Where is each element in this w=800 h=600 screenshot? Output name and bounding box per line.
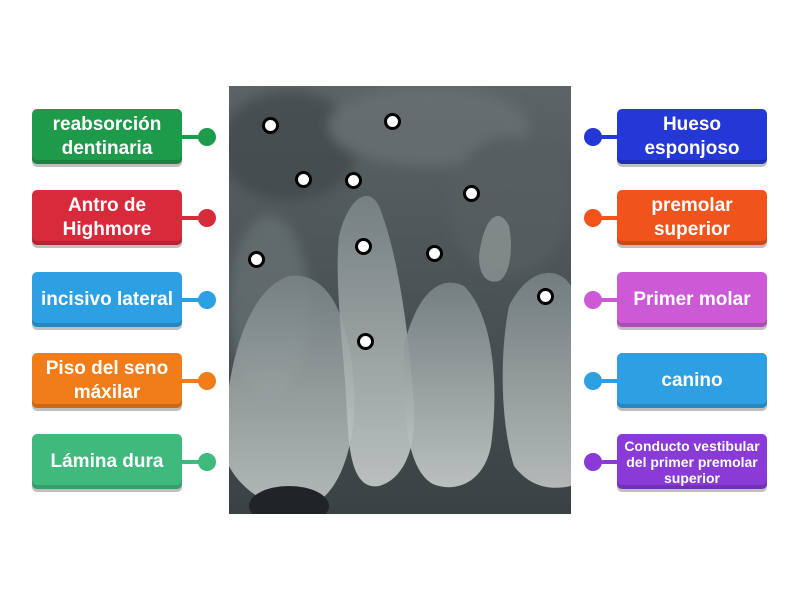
connector-knob[interactable]: [198, 128, 216, 146]
connector-knob[interactable]: [198, 209, 216, 227]
connector-line: [182, 298, 204, 302]
hotspot-8[interactable]: [248, 251, 265, 268]
label-text: reabsorción dentinaria: [52, 113, 162, 159]
connector-knob[interactable]: [584, 372, 602, 390]
label-text: premolar superior: [651, 194, 733, 240]
connector-knob[interactable]: [584, 128, 602, 146]
label-box[interactable]: Primer molar: [617, 272, 767, 327]
connector-line: [596, 379, 618, 383]
label-text: Hueso esponjoso: [644, 113, 740, 159]
connector-knob[interactable]: [198, 291, 216, 309]
label-box[interactable]: canino: [617, 353, 767, 408]
hotspot-3[interactable]: [295, 171, 312, 188]
label-box[interactable]: incisivo lateral: [32, 272, 182, 327]
label-text: Lámina dura: [50, 450, 164, 472]
label-text: Piso del seno máxilar: [45, 357, 169, 403]
connector-line: [182, 135, 204, 139]
dental-xray-image: [229, 86, 571, 514]
label-box[interactable]: Lámina dura: [32, 434, 182, 489]
label-box[interactable]: Hueso esponjoso: [617, 109, 767, 164]
hotspot-1[interactable]: [262, 117, 279, 134]
label-box[interactable]: reabsorción dentinaria: [32, 109, 182, 164]
label-text: Antro de Highmore: [62, 194, 152, 240]
connector-knob[interactable]: [584, 453, 602, 471]
label-text: incisivo lateral: [40, 288, 173, 310]
hotspot-7[interactable]: [426, 245, 443, 262]
connector-line: [596, 298, 618, 302]
label-box[interactable]: premolar superior: [617, 190, 767, 245]
label-box[interactable]: Conducto vestibular del primer premolar …: [617, 434, 767, 489]
connector-line: [596, 216, 618, 220]
hotspot-5[interactable]: [463, 185, 480, 202]
hotspot-10[interactable]: [357, 333, 374, 350]
connector-knob[interactable]: [584, 209, 602, 227]
hotspot-2[interactable]: [384, 113, 401, 130]
label-box[interactable]: Antro de Highmore: [32, 190, 182, 245]
connector-line: [182, 216, 204, 220]
connector-line: [596, 135, 618, 139]
connector-line: [182, 460, 204, 464]
hotspot-9[interactable]: [537, 288, 554, 305]
connector-knob[interactable]: [198, 372, 216, 390]
hotspot-4[interactable]: [345, 172, 362, 189]
label-box[interactable]: Piso del seno máxilar: [32, 353, 182, 408]
label-text: Primer molar: [633, 288, 751, 310]
label-text: canino: [661, 369, 723, 391]
label-text: Conducto vestibular del primer premolar …: [624, 437, 760, 486]
xray-graphic: [229, 86, 571, 514]
connector-knob[interactable]: [584, 291, 602, 309]
connector-line: [596, 460, 618, 464]
connector-line: [182, 379, 204, 383]
hotspot-6[interactable]: [355, 238, 372, 255]
connector-knob[interactable]: [198, 453, 216, 471]
